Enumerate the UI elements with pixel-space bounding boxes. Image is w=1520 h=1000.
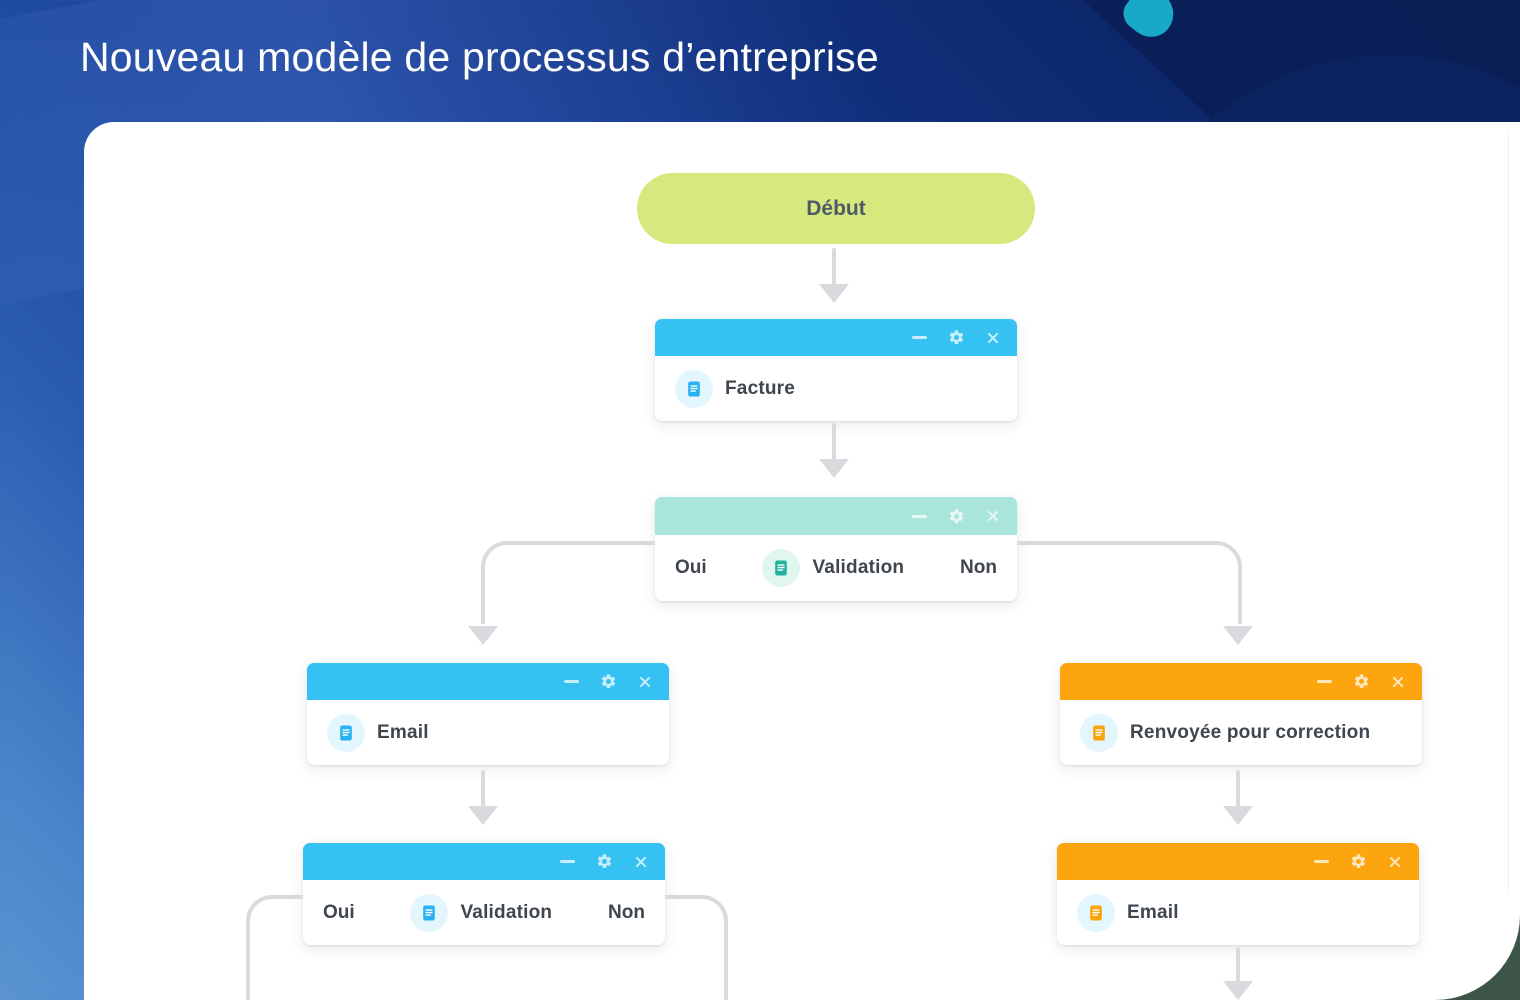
node-email-1-titlebar (307, 663, 669, 700)
minimize-icon[interactable] (1314, 860, 1329, 863)
minimize-icon[interactable] (560, 860, 575, 863)
document-icon (675, 369, 713, 408)
node-start-label: Début (806, 196, 866, 220)
connector-validation-2-oui (246, 895, 303, 1000)
minimize-icon[interactable] (564, 680, 579, 683)
arrowhead (1223, 626, 1253, 645)
connector-start-facture (832, 248, 836, 288)
arrowhead (819, 459, 849, 478)
arrowhead (1223, 806, 1253, 825)
document-icon (410, 893, 449, 932)
node-facture-titlebar (655, 319, 1017, 356)
close-icon[interactable] (1388, 855, 1402, 869)
node-renvoyee-label: Renvoyée pour correction (1130, 721, 1371, 743)
node-facture[interactable]: Facture (655, 319, 1017, 421)
process-canvas[interactable]: Début Facture Oui Validation (84, 122, 1520, 1000)
node-validation-1-label: Validation (812, 557, 905, 578)
node-validation-2-label: Validation (460, 901, 553, 923)
settings-gear-icon[interactable] (600, 673, 617, 690)
canvas-edge-line (1508, 134, 1509, 890)
node-email-2[interactable]: Email (1057, 843, 1419, 945)
node-validation-2[interactable]: Oui Validation Non (303, 843, 665, 945)
arrowhead (1223, 981, 1253, 1000)
connector-facture-validation (832, 423, 836, 463)
document-icon (762, 549, 801, 587)
page-title: Nouveau modèle de processus d’entreprise (80, 34, 879, 80)
arrowhead (468, 626, 498, 645)
branch-yes-label: Oui (675, 557, 707, 578)
minimize-icon[interactable] (1317, 680, 1332, 683)
node-validation-1[interactable]: Oui Validation Non (655, 497, 1017, 601)
branch-yes-label: Oui (323, 901, 355, 923)
node-email-2-label: Email (1127, 901, 1179, 923)
arrowhead (468, 806, 498, 825)
close-icon[interactable] (638, 675, 652, 689)
close-icon[interactable] (986, 331, 1000, 345)
settings-gear-icon[interactable] (948, 508, 965, 525)
connector-validation-oui (481, 541, 655, 624)
document-icon (1080, 713, 1118, 752)
minimize-icon[interactable] (912, 336, 927, 339)
node-start[interactable]: Début (637, 173, 1035, 244)
settings-gear-icon[interactable] (1350, 853, 1367, 870)
branch-no-label: Non (960, 557, 997, 578)
document-icon (1077, 893, 1115, 932)
node-email-1[interactable]: Email (307, 663, 669, 765)
settings-gear-icon[interactable] (1353, 673, 1370, 690)
connector-validation-2-non (665, 895, 728, 1000)
node-renvoyee-titlebar (1060, 663, 1422, 700)
close-icon[interactable] (634, 855, 648, 869)
close-icon[interactable] (986, 509, 1000, 523)
node-email-1-label: Email (377, 721, 429, 743)
close-icon[interactable] (1391, 675, 1405, 689)
connector-renvoyee-email (1236, 770, 1240, 810)
branch-no-label: Non (608, 901, 645, 923)
node-validation-2-titlebar (303, 843, 665, 880)
node-facture-label: Facture (725, 377, 796, 399)
settings-gear-icon[interactable] (948, 329, 965, 346)
minimize-icon[interactable] (912, 514, 927, 518)
node-renvoyee[interactable]: Renvoyée pour correction (1060, 663, 1422, 765)
node-email-2-titlebar (1057, 843, 1419, 880)
document-icon (327, 713, 365, 752)
settings-gear-icon[interactable] (596, 853, 613, 870)
arrowhead (819, 284, 849, 303)
connector-email-validation (481, 770, 485, 810)
connector-email-2-down (1236, 947, 1240, 985)
connector-validation-non (1017, 541, 1242, 624)
node-validation-1-titlebar (655, 497, 1017, 535)
